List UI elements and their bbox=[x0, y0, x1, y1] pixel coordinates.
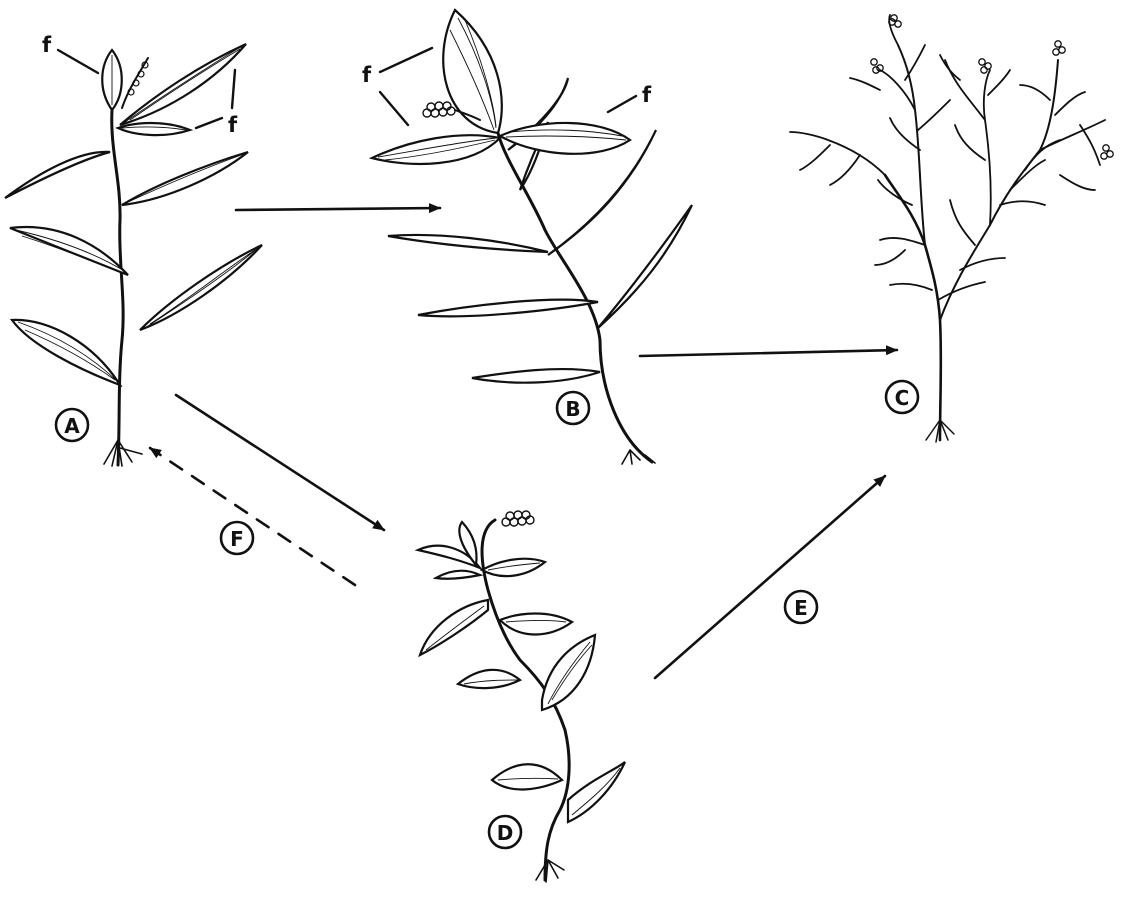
flower-clusters-c bbox=[871, 15, 1113, 159]
panel-label-d-text: D bbox=[497, 821, 514, 845]
panel-label-e-text: E bbox=[794, 596, 808, 620]
arrow-d-to-c bbox=[655, 476, 885, 678]
flower-spike-b bbox=[423, 102, 455, 117]
panel-label-a: A bbox=[56, 409, 88, 441]
panel-label-f: F bbox=[221, 522, 253, 554]
plant-a: f f bbox=[5, 33, 262, 466]
flower-spike-d bbox=[502, 511, 534, 526]
f-label-a2: f bbox=[228, 113, 238, 137]
panel-label-b: B bbox=[557, 392, 589, 424]
f-label-b2: f bbox=[642, 83, 652, 107]
panel-label-e: E bbox=[785, 591, 817, 623]
arrow-b-to-c bbox=[640, 350, 897, 356]
arrow-a-to-b bbox=[236, 208, 440, 210]
plant-c bbox=[790, 15, 1113, 442]
arrow-a-to-d bbox=[176, 395, 384, 530]
panel-label-c-text: C bbox=[895, 386, 910, 410]
f-label-a1: f bbox=[42, 33, 52, 57]
f-label-b1: f bbox=[362, 63, 372, 87]
arrow-d-to-a-dashed bbox=[150, 448, 355, 585]
panel-label-b-text: B bbox=[565, 397, 580, 421]
plant-d bbox=[418, 511, 625, 882]
panel-label-d: D bbox=[489, 816, 521, 848]
panel-label-c: C bbox=[886, 381, 918, 413]
panel-label-f-text: F bbox=[230, 527, 244, 551]
plant-b: f f bbox=[362, 10, 692, 464]
panel-label-a-text: A bbox=[64, 414, 80, 438]
